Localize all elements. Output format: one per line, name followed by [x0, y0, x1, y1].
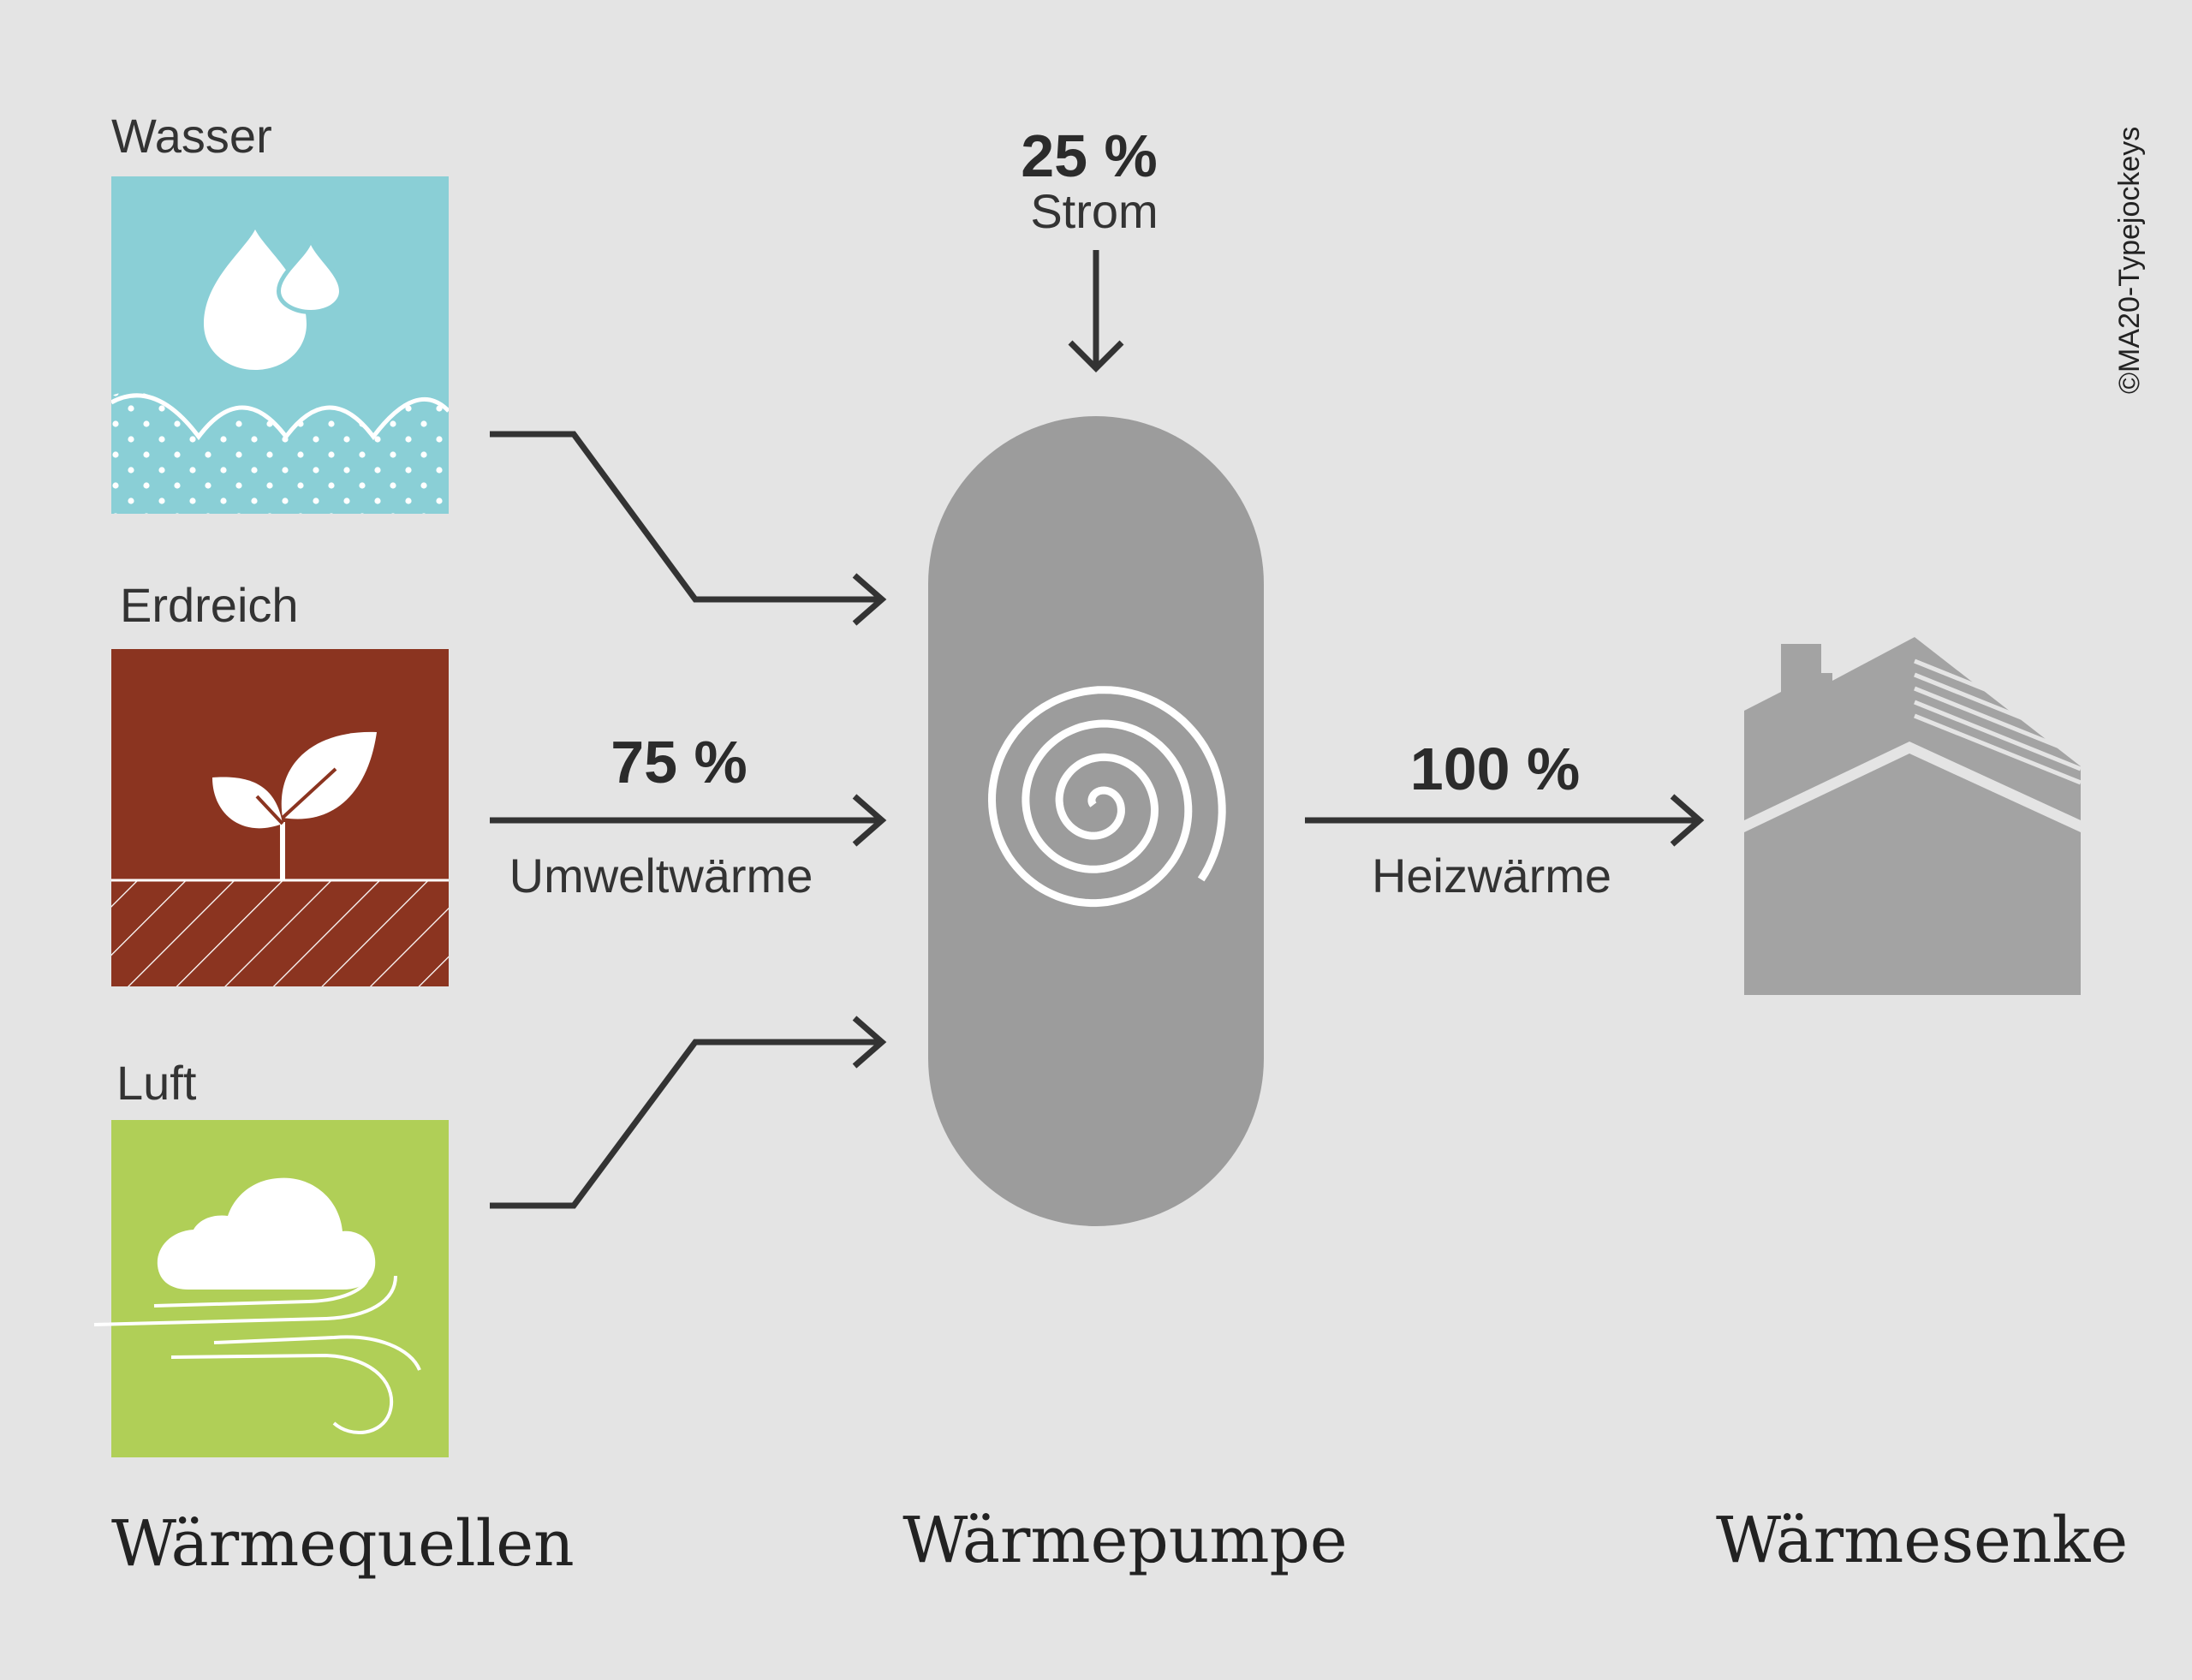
ambient-percent: 75 %: [611, 729, 748, 795]
spiral-icon: [987, 686, 1226, 908]
water-drops-waves-icon: [111, 176, 449, 514]
water-label: Wasser: [111, 109, 272, 163]
electricity-label: Strom: [1030, 184, 1159, 238]
electricity-percent: 25 %: [1021, 122, 1158, 189]
credit-text: ©MA20-Typejockeys: [2113, 126, 2146, 394]
connector-water: [490, 431, 887, 626]
soil-label: Erdreich: [120, 578, 299, 632]
cloud-wind-icon: [93, 1120, 449, 1457]
ambient-label: Umweltwärme: [509, 849, 813, 903]
connector-ambient-arrow: [490, 794, 887, 847]
air-label: Luft: [116, 1056, 197, 1110]
heating-label: Heizwärme: [1371, 849, 1612, 903]
heating-percent: 100 %: [1409, 736, 1581, 802]
heating-arrow: [1305, 794, 1705, 847]
sink-caption: Wärmesenke: [1716, 1504, 2129, 1577]
electricity-arrow: [1068, 250, 1124, 372]
sources-caption: Wärmequellen: [111, 1507, 575, 1581]
heat-pump-body: [928, 416, 1264, 1226]
house-icon: [1744, 637, 2082, 995]
connector-air: [490, 1016, 887, 1209]
plant-sprout-icon: [111, 649, 449, 986]
pump-caption: Wärmepumpe: [902, 1504, 1348, 1577]
